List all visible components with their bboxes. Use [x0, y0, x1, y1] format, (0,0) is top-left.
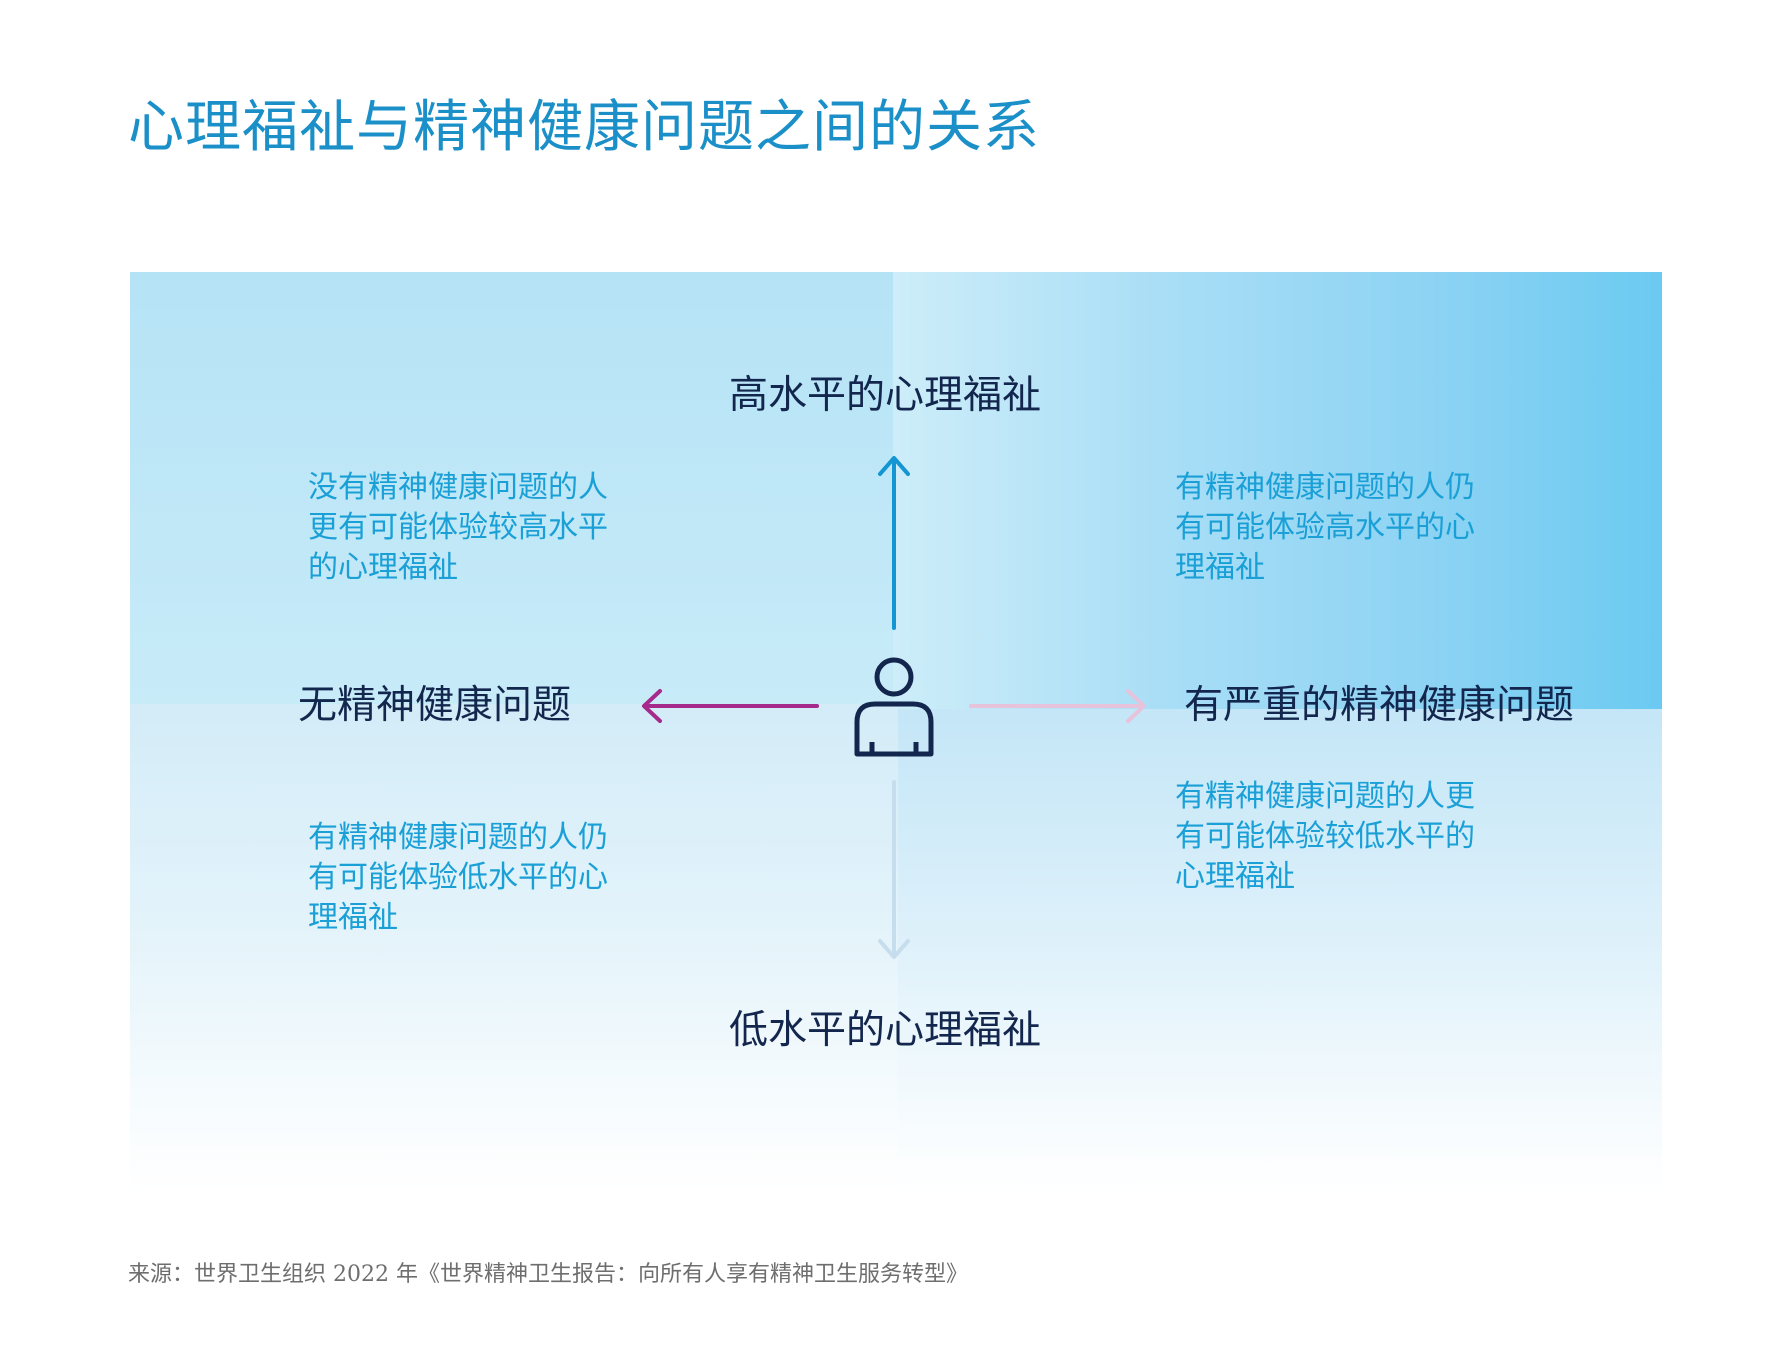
quadrant-top-left-text: 没有精神健康问题的人更有可能体验较高水平的心理福祉 — [308, 470, 608, 585]
arrow-left-icon — [642, 689, 819, 723]
quadrant-bottom-right-text: 有精神健康问题的人更有可能体验较低水平的心理福祉 — [1175, 779, 1475, 894]
axis-label-top: 高水平的心理福祉 — [729, 373, 1042, 418]
quadrant-top-left-bg — [130, 272, 893, 709]
quadrant-top-right-text: 有精神健康问题的人仍有可能体验高水平的心理福祉 — [1175, 470, 1475, 585]
quadrant-bottom-right-bg — [898, 709, 1662, 1192]
arrow-down-icon — [878, 780, 910, 959]
diagram-panel — [130, 272, 1662, 1192]
quadrant-bottom-left-bg — [130, 704, 898, 1192]
quadrant-top-right-bg — [893, 272, 1662, 709]
axis-label-bottom: 低水平的心理福祉 — [729, 1008, 1042, 1053]
person-icon — [854, 657, 934, 757]
axis-label-left: 无精神健康问题 — [298, 683, 572, 728]
arrow-right-icon — [969, 689, 1146, 723]
arrow-up-icon — [878, 456, 910, 630]
quadrant-bottom-left-text: 有精神健康问题的人仍有可能体验低水平的心理福祉 — [308, 820, 608, 935]
page-title: 心理福祉与精神健康问题之间的关系 — [128, 95, 1040, 160]
axis-label-right: 有严重的精神健康问题 — [1184, 683, 1575, 728]
source-citation: 来源：世界卫生组织 2022 年《世界精神卫生报告：向所有人享有精神卫生服务转型… — [128, 1262, 968, 1287]
